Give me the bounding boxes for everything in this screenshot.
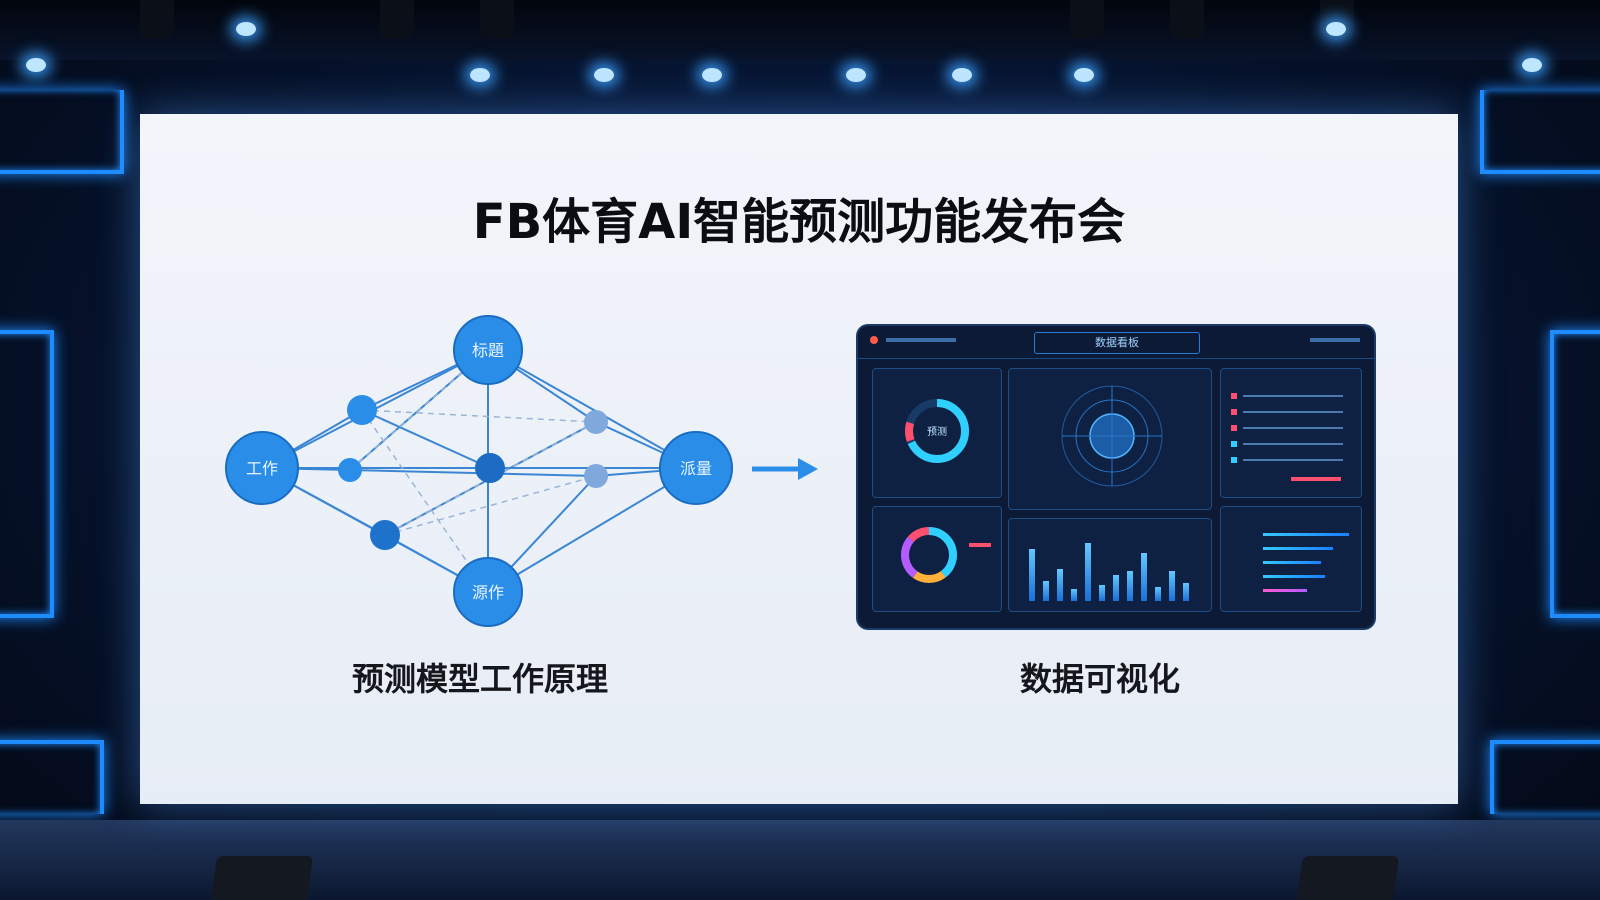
spotlight-glow [1074, 68, 1094, 82]
list-row [1243, 427, 1343, 429]
neon-frame-right [1480, 90, 1600, 174]
list-marker [1231, 425, 1237, 431]
dashboard-panel-gauge: 预测 [872, 368, 1002, 498]
diagram-node-left [225, 431, 299, 505]
spotlight-glow [594, 68, 614, 82]
list-row [1243, 459, 1343, 461]
slide-title: FB体育AI智能预测功能发布会 [472, 194, 1126, 250]
diagram-node-small [584, 464, 608, 488]
bar [1029, 549, 1035, 601]
spotlight-glow [1326, 22, 1346, 36]
bar [1085, 543, 1091, 601]
dashboard-panel-bars [1008, 518, 1212, 612]
bar [1099, 585, 1105, 601]
gauge-ring [905, 399, 969, 463]
neon-frame-right-bottom [1490, 740, 1600, 814]
legend-swatch [969, 543, 991, 547]
dashboard-panel-hbars [1220, 506, 1362, 612]
stage-monitor-speaker [210, 856, 314, 900]
status-dot-icon [870, 336, 878, 344]
neon-frame-left [0, 90, 124, 174]
diagram-dashed-edge [384, 421, 597, 536]
diagram-dashed-edge [349, 349, 489, 471]
bar [1169, 571, 1175, 601]
diagram-node-top [453, 315, 523, 385]
spotlight-glow [470, 68, 490, 82]
diagram-node-small [338, 458, 362, 482]
arrow-right-icon [752, 458, 818, 480]
list-marker [1231, 457, 1237, 463]
bar [1141, 553, 1147, 601]
horizontal-bar [1263, 575, 1325, 578]
diagram-node-small [475, 453, 505, 483]
dashboard-title: 数据看板 [1034, 332, 1200, 354]
bar [1127, 571, 1133, 601]
spotlight-glow [952, 68, 972, 82]
diagram-dashed-edge [384, 475, 597, 536]
diagram-dashed-edge [361, 409, 597, 423]
horizontal-bar [1263, 533, 1349, 536]
gauge-label: 预测 [927, 427, 947, 438]
light-fixture [140, 0, 174, 38]
list-marker [1231, 393, 1237, 399]
bar [1043, 581, 1049, 601]
diagram-edge [349, 469, 597, 477]
list-marker [1231, 409, 1237, 415]
diagram-edge [487, 349, 697, 469]
neon-hex-right [1550, 330, 1600, 618]
diagram-edge [487, 467, 697, 593]
diagram-node-label: 工作 [246, 459, 278, 478]
list-row [1243, 395, 1343, 397]
diagram-node-small [347, 395, 377, 425]
dashboard-header: 数据看板 [858, 326, 1374, 359]
list-row [1243, 411, 1343, 413]
spotlight-glow [846, 68, 866, 82]
diagram-node-label: 派量 [680, 459, 712, 478]
diagram-node-bottom [453, 557, 523, 627]
spotlight-glow [1522, 58, 1542, 72]
neon-frame-left-bottom [0, 740, 104, 814]
bar [1113, 575, 1119, 601]
neon-hex-left [0, 330, 54, 618]
prediction-model-diagram: 标題 工作 派量 源作 [225, 315, 733, 627]
presentation-screen: FB体育AI智能预测功能发布会 [140, 114, 1458, 804]
light-fixture [380, 0, 414, 38]
diagram-node-right [659, 431, 733, 505]
diagram-node-small [584, 410, 608, 434]
light-fixture [1070, 0, 1104, 38]
bar [1183, 583, 1189, 601]
dashboard-panel-list [1220, 368, 1362, 498]
light-fixture [1170, 0, 1204, 38]
dashboard-preview: 数据看板 预测 [858, 326, 1374, 628]
bar [1155, 587, 1161, 601]
dashboard-panel-donut [872, 506, 1002, 612]
spotlight-glow [236, 22, 256, 36]
bar [1057, 569, 1063, 601]
caption-visualization: 数据可视化 [1019, 660, 1180, 698]
donut-chart [901, 527, 957, 583]
diagram-node-label: 标題 [472, 341, 504, 360]
dashboard-panel-radar [1008, 368, 1212, 510]
list-highlight [1291, 477, 1341, 481]
horizontal-bar [1263, 561, 1321, 564]
list-row [1243, 443, 1343, 445]
diagram-node-label: 源作 [472, 583, 504, 602]
horizontal-bar [1263, 547, 1333, 550]
diagram-edge [361, 409, 491, 469]
stage-monitor-speaker [1296, 856, 1400, 900]
caption-model: 预测模型工作原理 [351, 660, 608, 698]
spotlight-glow [26, 58, 46, 72]
dashboard-toolbar [1310, 338, 1360, 342]
dashboard-menu-bar [886, 338, 956, 342]
radar-globe [1061, 385, 1163, 487]
horizontal-bar [1263, 589, 1307, 592]
list-marker [1231, 441, 1237, 447]
diagram-node-small [370, 520, 400, 550]
bar [1071, 589, 1077, 601]
light-fixture [480, 0, 514, 38]
spotlight-glow [702, 68, 722, 82]
